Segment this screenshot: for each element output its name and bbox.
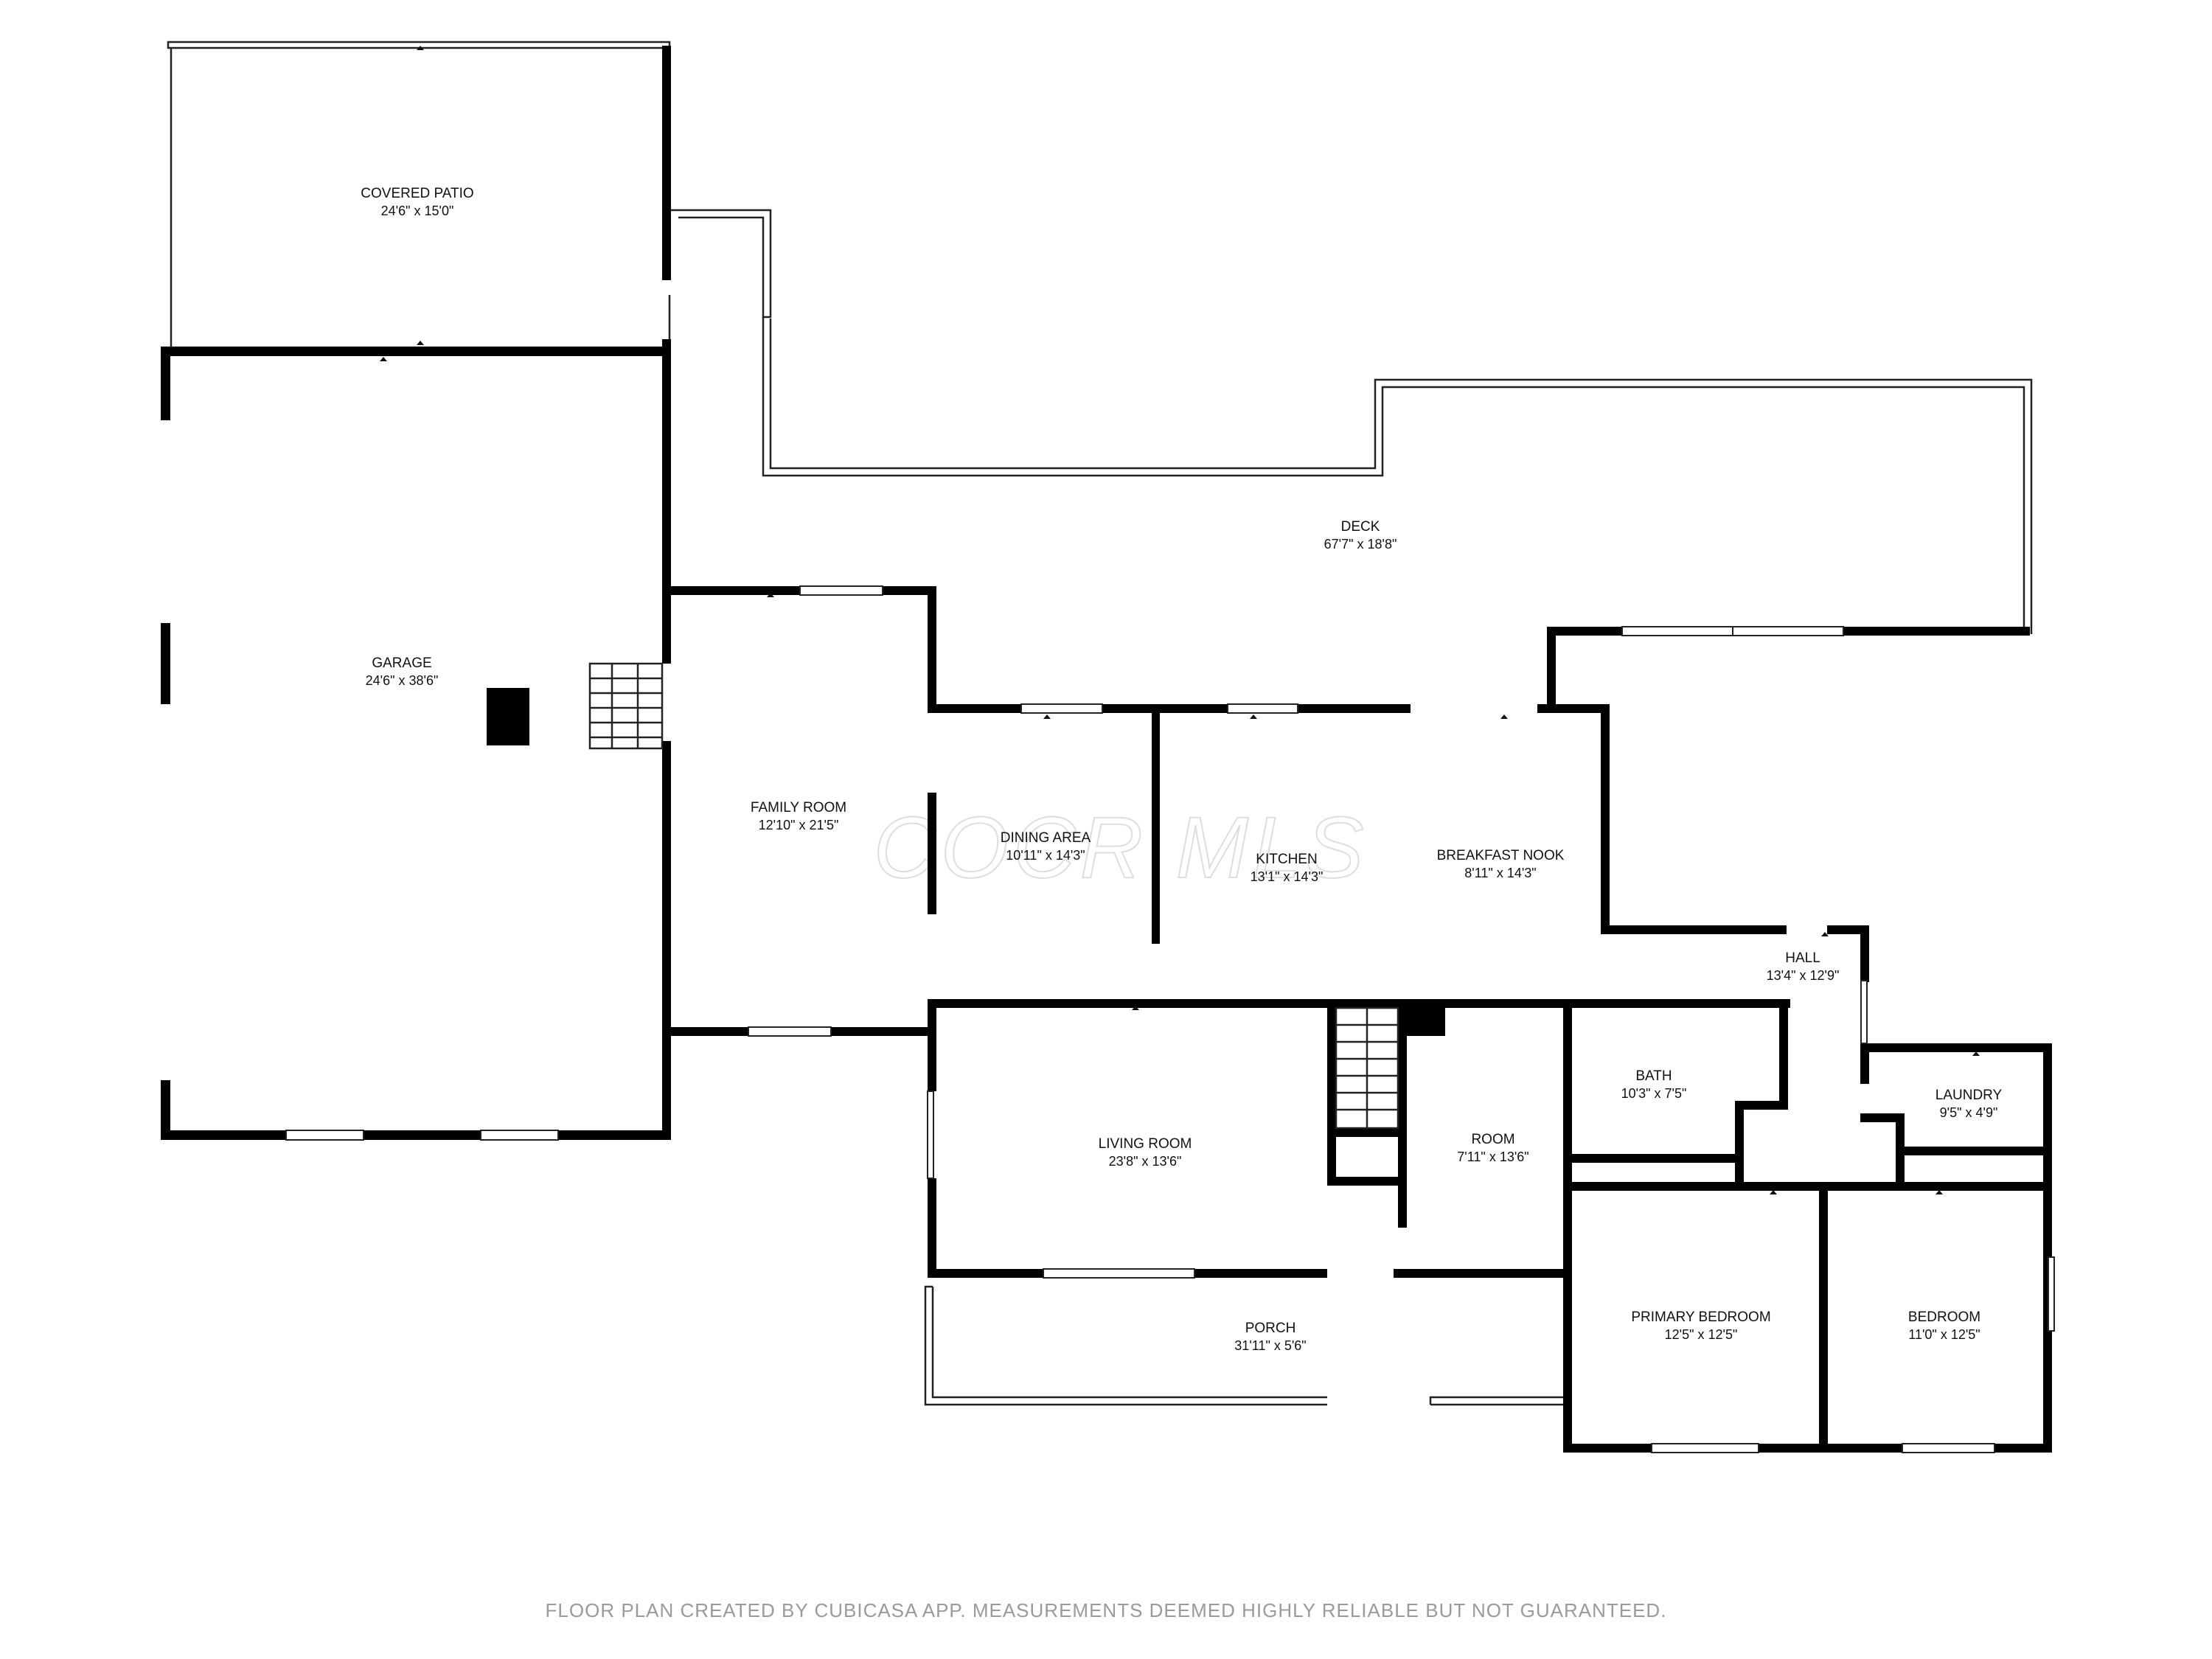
kitchen-top-wall xyxy=(928,704,1411,713)
garage-left-wall xyxy=(161,347,170,420)
room-covered-patio: COVERED PATIO 24'6" x 15'0" xyxy=(361,186,473,218)
living-room-bottom-wall xyxy=(928,1269,1047,1278)
room-name: DECK xyxy=(1341,519,1380,535)
room-dimensions: 13'4" x 12'9" xyxy=(1767,968,1840,983)
room-dimensions: 9'5" x 4'9" xyxy=(1940,1105,1998,1120)
room-dimensions: 10'3" x 7'5" xyxy=(1621,1086,1687,1101)
room-name: FAMILY ROOM xyxy=(751,800,846,815)
room-name: GARAGE xyxy=(372,655,431,671)
room-name: COVERED PATIO xyxy=(361,186,473,201)
room-family-room: FAMILY ROOM 12'10" x 21'5" xyxy=(751,800,846,832)
deck-outline xyxy=(671,209,772,319)
bedroom-divider-wall xyxy=(1819,1182,1828,1453)
room-dimensions: 67'7" x 18'8" xyxy=(1324,537,1397,552)
garage-right-wall xyxy=(662,339,671,664)
room-garage: GARAGE 24'6" x 38'6" xyxy=(366,655,439,688)
room-dining-area: DINING AREA 10'11" x 14'3" xyxy=(1001,830,1091,863)
room-dimensions: 12'10" x 21'5" xyxy=(759,818,839,832)
room-dimensions: 24'6" x 15'0" xyxy=(381,204,454,218)
room-hall: HALL 13'4" x 12'9" xyxy=(1767,950,1840,983)
nook-right-wall xyxy=(1601,704,1610,934)
room-dimensions: 12'5" x 12'5" xyxy=(1665,1327,1738,1342)
room-bedroom: BEDROOM 11'0" x 12'5" xyxy=(1908,1310,1980,1342)
stair-wall xyxy=(1327,1003,1336,1186)
room-dimensions: 7'11" x 13'6" xyxy=(1457,1150,1528,1164)
room-breakfast-nook: BREAKFAST NOOK 8'11" x 14'3" xyxy=(1437,848,1565,880)
room-laundry: LAUNDRY 9'5" x 4'9" xyxy=(1935,1088,2003,1120)
patio-top-edge xyxy=(167,41,671,49)
room-name: DINING AREA xyxy=(1001,830,1091,846)
room-dimensions: 10'11" x 14'3" xyxy=(1006,848,1085,863)
watermark: COCR MLS xyxy=(874,799,1368,897)
windows xyxy=(285,585,2055,1453)
room-dimensions: 13'1" x 14'3" xyxy=(1251,869,1324,884)
garage-bottom-wall xyxy=(161,1130,671,1140)
room-dimensions: 23'8" x 13'6" xyxy=(1109,1154,1182,1169)
room-name: PORCH xyxy=(1245,1321,1296,1336)
primary-bedroom-left-wall xyxy=(1563,1182,1572,1453)
disclaimer-footer: FLOOR PLAN CREATED BY CUBICASA APP. MEAS… xyxy=(546,1599,1667,1621)
room-name: BATH xyxy=(1635,1068,1672,1084)
garage-chimney xyxy=(487,688,529,745)
room-name: ROOM xyxy=(1471,1132,1514,1147)
room-name: BEDROOM xyxy=(1908,1310,1980,1325)
thin-outlines xyxy=(167,41,2033,1406)
laundry-top-wall xyxy=(1860,1043,2052,1052)
laundry-right-wall xyxy=(2043,1043,2052,1453)
hall-right-wall xyxy=(1860,925,1869,982)
porch-outline xyxy=(924,1285,1327,1406)
room-name: BREAKFAST NOOK xyxy=(1437,848,1565,863)
room-porch: PORCH 31'11" x 5'6" xyxy=(1234,1321,1306,1353)
room-dimensions: 8'11" x 14'3" xyxy=(1464,866,1536,880)
room-primary-bedroom: PRIMARY BEDROOM 12'5" x 12'5" xyxy=(1631,1310,1770,1342)
room-living-room: LIVING ROOM 23'8" x 13'6" xyxy=(1099,1136,1192,1169)
bath-right-wall xyxy=(1779,999,1788,1110)
room-bath: BATH 10'3" x 7'5" xyxy=(1621,1068,1687,1101)
room-kitchen: KITCHEN 13'1" x 14'3" xyxy=(1251,852,1324,884)
patio-right-wall xyxy=(662,46,671,280)
room-room: ROOM 7'11" x 13'6" xyxy=(1457,1132,1528,1164)
garage-top-wall xyxy=(161,347,671,356)
room-dimensions: 11'0" x 12'5" xyxy=(1908,1327,1980,1342)
dimension-markers xyxy=(380,46,1980,1194)
room-name: HALL xyxy=(1785,950,1820,966)
walls xyxy=(161,46,2052,1453)
room-dimensions: 31'11" x 5'6" xyxy=(1234,1338,1306,1353)
living-room-top-wall xyxy=(928,999,1790,1008)
interior-stairs xyxy=(1335,1006,1399,1130)
room-name: PRIMARY BEDROOM xyxy=(1631,1310,1770,1325)
room-deck: DECK 67'7" x 18'8" xyxy=(1324,519,1397,552)
room-name: LIVING ROOM xyxy=(1099,1136,1192,1152)
room-dimensions: 24'6" x 38'6" xyxy=(366,673,439,688)
room-name: KITCHEN xyxy=(1256,852,1317,867)
garage-stairs xyxy=(588,662,664,750)
room-name: LAUNDRY xyxy=(1935,1088,2003,1103)
bath-bottom-wall xyxy=(1563,1154,1744,1163)
